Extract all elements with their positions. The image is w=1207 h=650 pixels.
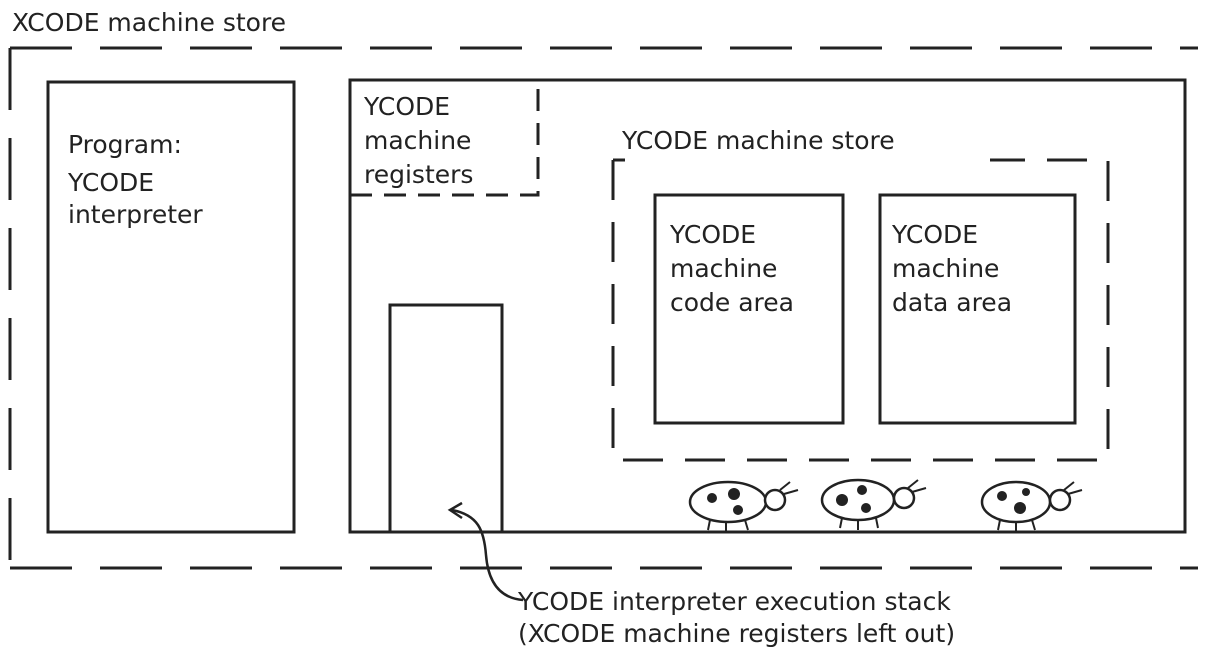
registers-box-line3: registers bbox=[364, 158, 473, 192]
code-area-line3: code area bbox=[670, 286, 794, 320]
code-area-line1: YCODE bbox=[670, 218, 794, 252]
outer-store-title: XCODE machine store bbox=[12, 6, 286, 40]
data-area-line3: data area bbox=[892, 286, 1012, 320]
code-area-line2: machine bbox=[670, 252, 794, 286]
ladybug-icon bbox=[822, 480, 926, 530]
stack-arrow bbox=[452, 510, 523, 600]
stack-caption: YCODE interpreter execution stack (XCODE… bbox=[518, 586, 955, 650]
stack-caption-line2: (XCODE machine registers left out) bbox=[518, 618, 955, 650]
execution-stack-box bbox=[390, 305, 502, 532]
registers-box-line2: machine bbox=[364, 124, 473, 158]
data-area-label: YCODE machine data area bbox=[892, 218, 1012, 320]
program-box-label: Program: YCODE interpreter bbox=[68, 126, 203, 234]
data-area-line2: machine bbox=[892, 252, 1012, 286]
ladybug-icon bbox=[690, 482, 798, 532]
program-box-line3: interpreter bbox=[68, 196, 203, 234]
registers-box-label: YCODE machine registers bbox=[364, 90, 473, 192]
data-area-line1: YCODE bbox=[892, 218, 1012, 252]
inner-store-title-text: YCODE machine store bbox=[622, 124, 895, 158]
stack-caption-line1: YCODE interpreter execution stack bbox=[518, 586, 955, 618]
inner-store-title: YCODE machine store bbox=[618, 124, 899, 158]
program-box-line1: Program: bbox=[68, 126, 203, 164]
ladybug-icon bbox=[982, 482, 1082, 532]
code-area-label: YCODE machine code area bbox=[670, 218, 794, 320]
outer-store-title-text: XCODE machine store bbox=[12, 6, 286, 40]
registers-box-line1: YCODE bbox=[364, 90, 473, 124]
